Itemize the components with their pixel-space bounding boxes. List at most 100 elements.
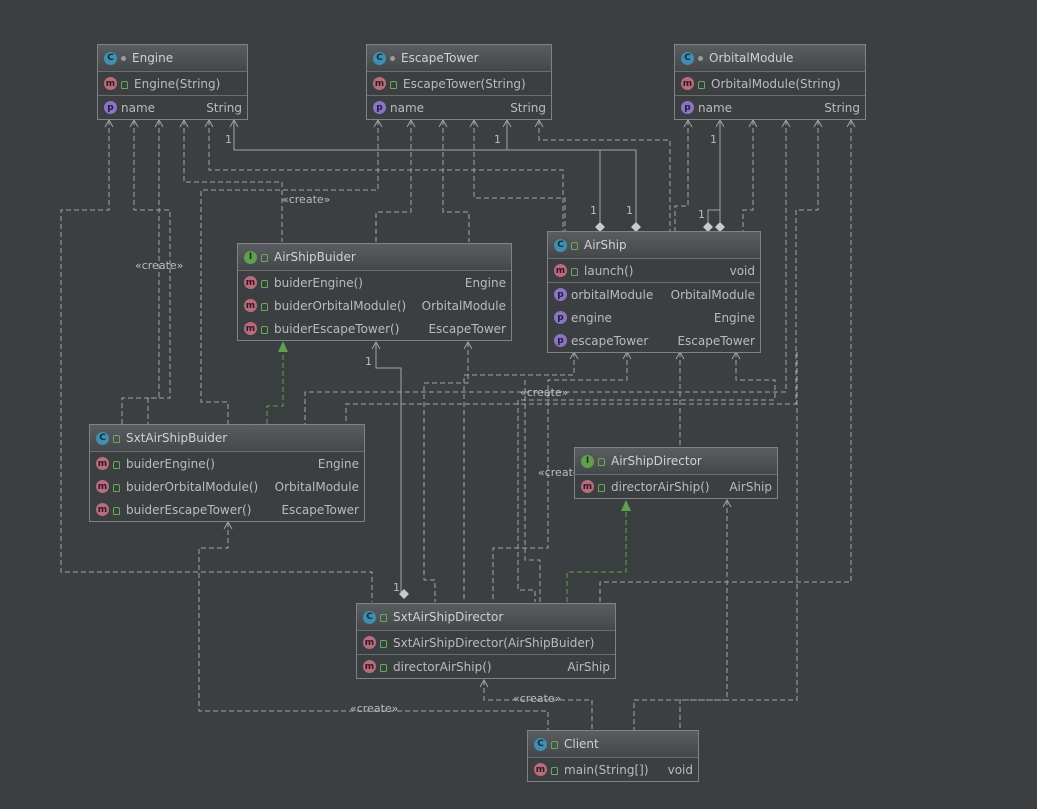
dep-line	[599, 120, 852, 602]
property-icon: p	[104, 101, 117, 114]
field-type: Engine	[713, 310, 755, 325]
class-engine[interactable]: C Engine m Engine(String) p name String	[97, 44, 248, 120]
property-icon: p	[554, 288, 567, 301]
public-lock-icon	[261, 254, 268, 262]
class-name: Engine	[132, 51, 174, 65]
property-icon: p	[554, 311, 567, 324]
public-lock-icon	[113, 483, 120, 492]
class-sxt-airship-buider[interactable]: C SxtAirShipBuider m buiderEngine() Engi…	[89, 424, 365, 522]
field-row[interactable]: p orbitalModule OrbitalModule	[548, 282, 760, 306]
multiplicity-label: 1	[626, 204, 633, 217]
dep-line	[538, 120, 671, 232]
method-row[interactable]: m directorAirShip() AirShip	[575, 475, 777, 498]
method-name: directorAirShip()	[393, 659, 492, 674]
field-name: engine	[571, 310, 612, 325]
method-row[interactable]: m buiderEscapeTower() EscapeTower	[90, 498, 364, 521]
method-icon: m	[681, 77, 694, 90]
field-row[interactable]: p escapeTower EscapeTower	[548, 329, 760, 352]
method-row[interactable]: m buiderEngine() Engine	[90, 452, 364, 475]
abstract-method-icon: m	[581, 480, 594, 493]
method-row[interactable]: m buiderEscapeTower() EscapeTower	[238, 317, 511, 340]
field-name: name	[698, 100, 733, 115]
create-label: «create»	[520, 386, 569, 399]
field-row[interactable]: p name String	[367, 95, 551, 119]
field-row[interactable]: p name String	[675, 95, 865, 119]
realization-arrow	[621, 500, 631, 511]
constructor-row[interactable]: m OrbitalModule(String)	[675, 72, 865, 95]
method-name: buiderEscapeTower()	[274, 321, 400, 336]
method-icon: m	[373, 77, 386, 90]
class-icon: C	[363, 610, 376, 624]
package-visibility-icon	[121, 55, 126, 61]
constructor-row[interactable]: m Engine(String)	[98, 72, 247, 95]
method-type: Engine	[464, 275, 506, 290]
method-name: directorAirShip()	[611, 479, 710, 494]
method-icon: m	[363, 636, 376, 649]
package-visibility-icon	[698, 55, 703, 61]
public-lock-icon	[571, 242, 578, 250]
arrow-heads	[104, 118, 856, 688]
create-label: «create»	[350, 702, 399, 715]
method-name: buiderEngine()	[126, 456, 215, 471]
class-name: SxtAirShipDirector	[393, 610, 504, 624]
dep-line	[133, 120, 171, 424]
field-type: OrbitalModule	[670, 287, 755, 302]
multiplicity-label: 1	[710, 133, 717, 146]
method-row[interactable]: m directorAirShip() AirShip	[357, 654, 615, 678]
public-lock-icon	[113, 435, 120, 443]
constructor-row[interactable]: m SxtAirShipDirector(AirShipBuider)	[357, 631, 615, 654]
class-header: C AirShip	[548, 232, 760, 259]
method-name: buiderEngine()	[274, 275, 363, 290]
assoc-line-escapetower	[506, 120, 637, 222]
class-sxt-airship-director[interactable]: C SxtAirShipDirector m SxtAirShipDirecto…	[356, 603, 616, 679]
class-escape-tower[interactable]: C EscapeTower m EscapeTower(String) p na…	[366, 44, 552, 120]
method-row[interactable]: m launch() void	[548, 259, 760, 282]
dep-line	[60, 120, 373, 602]
class-header: I AirShipDirector	[575, 448, 777, 475]
public-lock-icon	[261, 302, 268, 311]
multiplicity-label: 1	[494, 133, 501, 146]
public-lock-icon	[113, 506, 120, 515]
field-row[interactable]: p name String	[98, 95, 247, 119]
constructor-name: SxtAirShipDirector(AirShipBuider)	[393, 635, 595, 650]
interface-airship-buider[interactable]: I AirShipBuider m buiderEngine() Engine …	[237, 243, 512, 341]
class-name: AirShipBuider	[274, 250, 356, 264]
method-row[interactable]: m buiderOrbitalModule() OrbitalModule	[90, 475, 364, 498]
aggregation-diamond	[703, 222, 713, 232]
method-icon: m	[363, 660, 376, 673]
public-lock-icon	[261, 325, 268, 334]
dep-line	[742, 120, 754, 232]
create-label: «create»	[513, 692, 562, 705]
public-lock-icon	[121, 80, 128, 89]
field-row[interactable]: p engine Engine	[548, 306, 760, 329]
class-icon: C	[104, 51, 117, 65]
field-type: EscapeTower	[677, 333, 755, 348]
runnable-class-icon: C	[534, 737, 547, 751]
constructor-row[interactable]: m EscapeTower(String)	[367, 72, 551, 95]
method-icon: m	[96, 457, 109, 470]
public-lock-icon	[380, 639, 387, 648]
method-row[interactable]: m buiderEngine() Engine	[238, 271, 511, 294]
class-header: C Client	[528, 731, 698, 758]
field-type: String	[824, 100, 860, 115]
field-name: name	[390, 100, 425, 115]
aggregation-diamond	[595, 222, 605, 232]
method-row[interactable]: m buiderOrbitalModule() OrbitalModule	[238, 294, 511, 317]
class-client[interactable]: C Client m main(String[]) void	[527, 730, 699, 782]
method-row[interactable]: m main(String[]) void	[528, 758, 698, 781]
class-icon: C	[554, 238, 567, 252]
dep-line	[674, 120, 689, 232]
interface-airship-director[interactable]: I AirShipDirector m directorAirShip() Ai…	[574, 447, 778, 499]
dep-line	[183, 120, 283, 242]
method-type: OrbitalModule	[421, 298, 506, 313]
class-orbital-module[interactable]: C OrbitalModule m OrbitalModule(String) …	[674, 44, 866, 120]
class-airship[interactable]: C AirShip m launch() void p orbitalModul…	[547, 231, 761, 353]
method-type: void	[729, 263, 755, 278]
class-name: AirShipDirector	[611, 454, 702, 468]
dep-line	[473, 120, 566, 232]
class-icon: C	[96, 431, 109, 445]
dep-line	[492, 352, 628, 602]
multiplicity-label: 1	[590, 204, 597, 217]
field-type: String	[510, 100, 546, 115]
method-type: EscapeTower	[281, 502, 359, 517]
